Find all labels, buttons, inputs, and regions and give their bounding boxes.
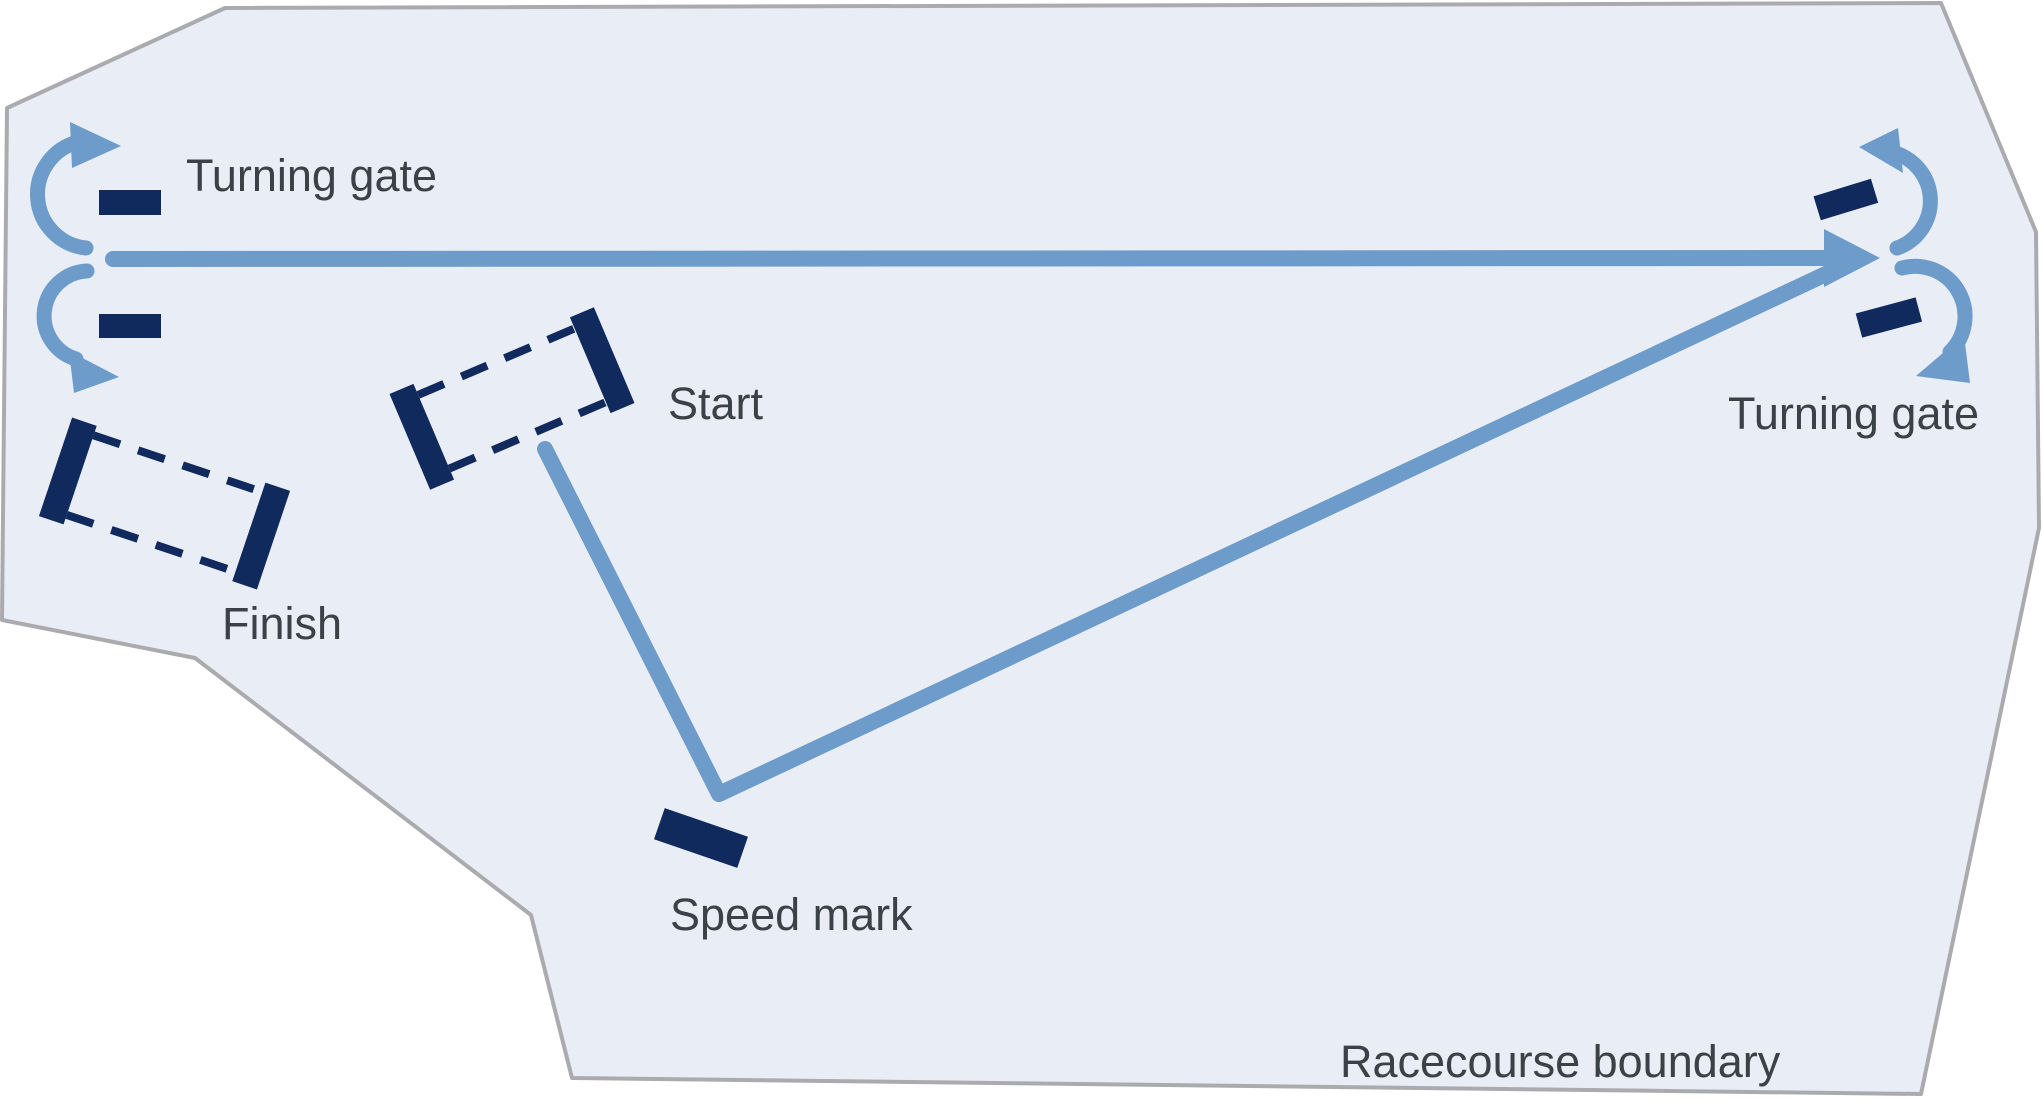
turning-gate-right-label: Turning gate — [1728, 388, 1979, 439]
course-leg-gate-to-gate — [105, 250, 1844, 267]
gate-mark-bar — [99, 190, 161, 215]
gate-dashed-edge — [416, 324, 577, 399]
speed-mark-buoy — [654, 808, 748, 868]
turn-arrow-arc — [1894, 258, 1973, 360]
turning-gate-left-label: Turning gate — [186, 150, 437, 201]
turning-gate-left-marks — [99, 190, 161, 338]
turn-arrow-arc — [36, 263, 95, 367]
start-gate — [389, 307, 635, 490]
turn-arrow-head — [1859, 128, 1903, 173]
turn-arrow-left-upper-icon — [30, 122, 121, 256]
gate-mark-bar — [1855, 297, 1923, 338]
turn-arrow-left-lower-icon — [36, 263, 119, 393]
turn-arrow-head — [70, 122, 121, 168]
turn-arrow-head — [1916, 335, 1970, 383]
turn-arrow-arc — [30, 134, 94, 256]
gate-mark-bar — [99, 314, 161, 338]
turn-arrow-right-upper-icon — [1859, 128, 1938, 256]
gate-mark-bar — [389, 383, 455, 490]
gate-dashed-edge — [447, 398, 608, 473]
turn-arrow-arc — [1883, 144, 1938, 256]
course-lines — [105, 229, 1880, 802]
gate-mark-bar — [232, 482, 291, 590]
start-label: Start — [668, 378, 764, 429]
speed-mark-label: Speed mark — [670, 889, 913, 940]
finish-label: Finish — [222, 598, 343, 649]
gate-dashed-edge — [65, 511, 237, 576]
gate-mark-bar — [569, 307, 635, 414]
gate-dashed-edge — [92, 431, 264, 496]
finish-gate — [38, 417, 291, 590]
course-leg-start-speedmark-gate — [537, 257, 1853, 802]
turn-arrow-head — [69, 351, 119, 393]
gate-mark-bar — [38, 417, 97, 525]
turn-arrow-right-lower-icon — [1894, 258, 1973, 383]
gate-mark-bar — [1813, 178, 1879, 221]
racecourse-boundary-label: Racecourse boundary — [1340, 1036, 1781, 1087]
turning-gate-right-marks — [1813, 178, 1923, 338]
